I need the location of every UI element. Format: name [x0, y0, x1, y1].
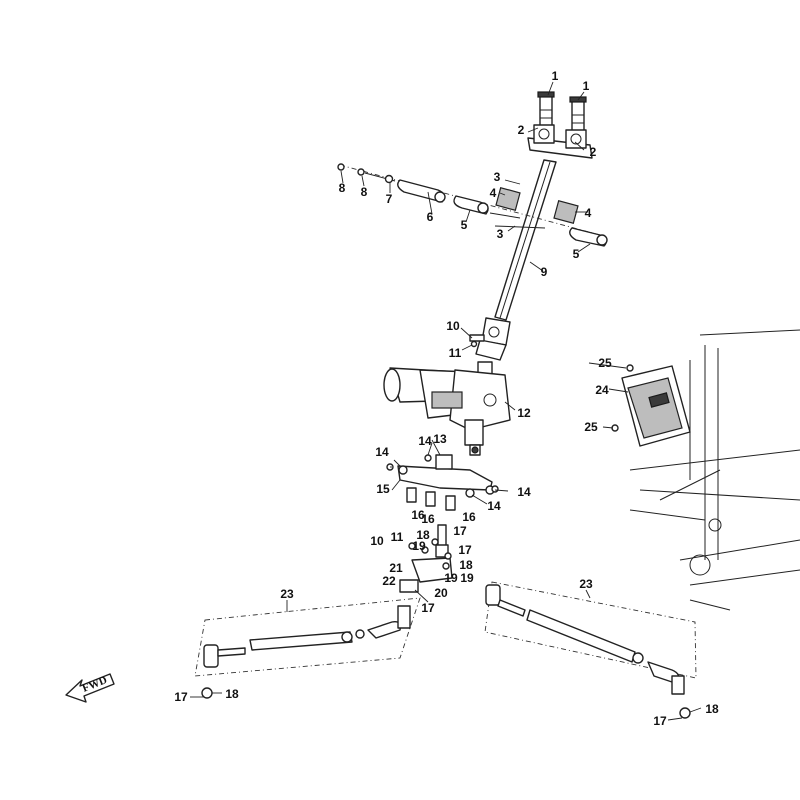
callout-14: 14 — [487, 499, 501, 513]
eps-unit — [383, 361, 511, 456]
callout-13: 13 — [433, 432, 447, 446]
steering-output-arm — [399, 524, 453, 593]
callout-8: 8 — [361, 185, 368, 199]
callout-5: 5 — [573, 247, 580, 261]
callout-5: 5 — [461, 218, 468, 232]
callout-24: 24 — [595, 383, 609, 397]
callout-17: 17 — [653, 714, 667, 728]
callout-1: 1 — [583, 79, 590, 93]
column-brackets — [527, 124, 593, 159]
callout-11: 11 — [449, 346, 462, 360]
callout-18: 18 — [459, 558, 473, 572]
eps-controller — [611, 364, 691, 447]
forward-arrow: FWD — [65, 673, 115, 703]
callout-3: 3 — [494, 170, 501, 184]
callout-23: 23 — [280, 587, 294, 601]
callout-10: 10 — [446, 319, 460, 333]
callout-14: 14 — [375, 445, 389, 459]
callout-4: 4 — [585, 206, 592, 220]
callout-25: 25 — [598, 356, 612, 370]
callout-labels: 1 1 2 2 3 3 4 4 5 5 6 7 8 8 9 10 10 11 1… — [174, 69, 719, 728]
callout-19: 19 — [412, 539, 426, 553]
mounting-bracket — [386, 454, 499, 511]
callout-2: 2 — [518, 123, 525, 137]
leader-lines — [190, 81, 702, 721]
callout-19: 19 — [460, 571, 474, 585]
callout-17: 17 — [421, 601, 435, 615]
tilt-linkage — [337, 163, 608, 247]
vehicle-frame — [629, 329, 800, 611]
callout-7: 7 — [386, 192, 393, 206]
callout-18: 18 — [225, 687, 239, 701]
callout-6: 6 — [427, 210, 434, 224]
callout-17: 17 — [458, 543, 472, 557]
callout-8: 8 — [339, 181, 346, 195]
callout-3: 3 — [497, 227, 504, 241]
callout-4: 4 — [490, 186, 497, 200]
callout-22: 22 — [382, 574, 396, 588]
callout-25: 25 — [584, 420, 598, 434]
callout-16: 16 — [411, 508, 425, 522]
callout-16: 16 — [421, 512, 435, 526]
callout-17: 17 — [453, 524, 467, 538]
callout-11: 11 — [391, 530, 404, 544]
callout-9: 9 — [541, 265, 548, 279]
callout-16: 16 — [462, 510, 476, 524]
callout-18: 18 — [705, 702, 719, 716]
callout-14: 14 — [517, 485, 531, 499]
universal-joint — [469, 317, 511, 361]
callout-12: 12 — [517, 406, 531, 420]
callout-10: 10 — [370, 534, 384, 548]
callout-20: 20 — [434, 586, 448, 600]
callout-15: 15 — [376, 482, 390, 496]
right-tie-rod — [484, 581, 697, 719]
callout-23: 23 — [579, 577, 593, 591]
callout-1: 1 — [552, 69, 559, 83]
callout-19: 19 — [444, 571, 458, 585]
callout-21: 21 — [389, 561, 403, 575]
callout-17: 17 — [174, 690, 188, 704]
steering-shaft — [494, 159, 557, 321]
callout-14: 14 — [418, 434, 432, 448]
callout-18: 18 — [416, 528, 430, 542]
left-tie-rod — [194, 597, 421, 699]
callout-2: 2 — [590, 145, 597, 159]
